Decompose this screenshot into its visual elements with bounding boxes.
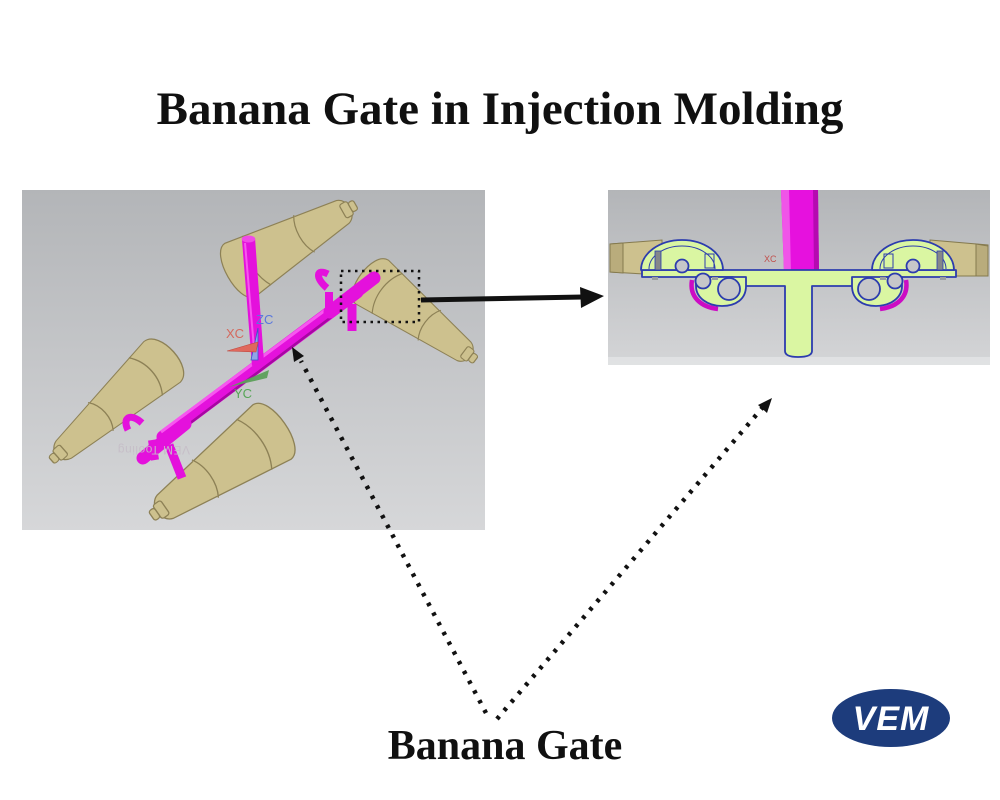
logo-text: VEM — [853, 700, 930, 738]
vem-logo: VEM — [832, 689, 950, 747]
page-title: Banana Gate in Injection Molding — [156, 83, 844, 135]
banana-gate-top — [315, 268, 330, 291]
x-axis-label: XC — [226, 326, 244, 341]
banana-gate-caption: Banana Gate — [387, 723, 623, 769]
cad-isometric-view: XC ZC YC VEM Tooling — [22, 190, 485, 530]
x-axis-arrow — [226, 341, 259, 353]
section-voids — [674, 258, 921, 301]
cad-watermark: VEM Tooling — [117, 443, 190, 457]
x-axis-label: XC — [764, 254, 777, 264]
y-axis-label: YC — [234, 386, 252, 401]
z-axis-label: ZC — [256, 312, 273, 327]
dotted-arrow-right — [495, 398, 772, 721]
logo-ellipse — [832, 689, 950, 747]
cavity-dome-left — [640, 239, 724, 271]
y-axis-arrow — [229, 370, 269, 387]
coordinate-triad: XC ZC YC — [226, 312, 273, 401]
runner-section — [641, 269, 957, 358]
cad-section-view: XC — [608, 190, 990, 365]
sprue-section — [781, 190, 819, 272]
dome-details — [648, 245, 947, 280]
banana-gate-bottom — [122, 413, 145, 432]
